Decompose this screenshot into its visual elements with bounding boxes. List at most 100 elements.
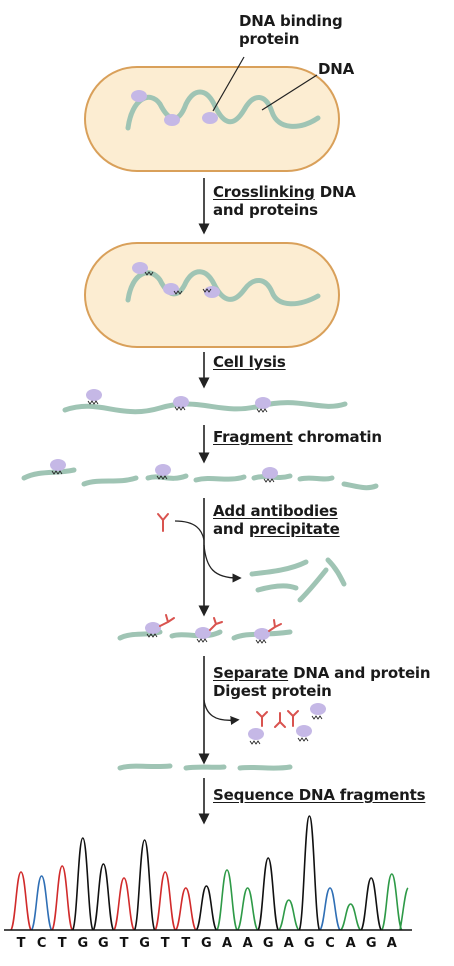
fragmented-chromatin <box>21 467 379 491</box>
cell-1 <box>84 56 340 172</box>
protein <box>254 628 270 640</box>
step-text-underlined: precipitate <box>248 520 340 538</box>
protein <box>262 467 278 479</box>
protein <box>202 112 218 124</box>
peak-C <box>30 875 53 931</box>
antibody <box>157 513 169 532</box>
label-line: protein <box>239 30 300 48</box>
protein <box>164 114 180 126</box>
step-text-underlined: Cell lysis <box>213 353 286 371</box>
step-cell-lysis: Cell lysis <box>213 353 286 371</box>
base-letter: G <box>201 936 212 951</box>
peak-A <box>236 887 259 931</box>
peak-T <box>175 887 197 931</box>
step-text-underlined: Fragment <box>213 428 293 446</box>
protein <box>50 459 66 471</box>
base-letter: A <box>345 936 356 951</box>
step-text-underlined: Sequence DNA fragments <box>213 786 426 804</box>
peak-G <box>72 837 94 931</box>
branch-arrow-protein <box>203 699 240 726</box>
base-letter: A <box>283 936 294 951</box>
peak-T <box>154 871 176 931</box>
protein <box>155 464 171 476</box>
step-line: and precipitate <box>213 520 340 538</box>
digested-proteins <box>248 703 326 745</box>
base-letter: A <box>221 936 233 951</box>
precipitated-fragments <box>117 614 293 644</box>
cell-2 <box>84 242 340 348</box>
protein <box>195 627 211 639</box>
protein <box>145 622 161 634</box>
step-line: Add antibodies <box>213 502 340 520</box>
step-line: Fragment chromatin <box>213 428 382 446</box>
base-letter: A <box>386 936 397 951</box>
callout-line-dna <box>261 74 318 111</box>
base-letter: T <box>16 936 26 951</box>
step-text: and proteins <box>213 201 318 219</box>
peak-A <box>339 903 362 931</box>
step-text: Digest protein <box>213 682 332 700</box>
protein <box>255 397 271 409</box>
label-line: DNA binding <box>239 12 343 30</box>
step-sequence: Sequence DNA fragments <box>213 786 426 804</box>
step-fragment: Fragment chromatin <box>213 428 382 446</box>
step-text-underlined: Separate <box>213 664 289 682</box>
peak-T <box>113 877 135 931</box>
step-line: Cell lysis <box>213 353 286 371</box>
chromatin-strand <box>62 389 348 415</box>
antibody <box>209 617 223 631</box>
base-letter: A <box>242 936 253 951</box>
protein <box>204 286 220 298</box>
step-text: chromatin <box>292 428 382 446</box>
step-line: Crosslinking DNA <box>213 183 356 201</box>
protein <box>86 389 102 401</box>
base-letter: G <box>139 936 150 951</box>
step-text: DNA <box>314 183 356 201</box>
peak-A <box>278 899 300 931</box>
base-letter: T <box>119 936 129 951</box>
step-line: and proteins <box>213 201 356 219</box>
base-letter: C <box>36 936 47 951</box>
step-line: Separate DNA and protein <box>213 664 431 682</box>
base-letter: T <box>160 936 170 951</box>
protein <box>131 90 147 102</box>
peak-tail <box>399 887 409 931</box>
peak-G <box>133 839 156 931</box>
peak-A <box>381 873 403 931</box>
step-text-underlined: Crosslinking <box>213 183 315 201</box>
peak-T <box>10 871 32 931</box>
label-dna-binding-protein: DNA binding protein <box>239 12 343 48</box>
peak-A <box>216 869 238 931</box>
step-line: Sequence DNA fragments <box>213 786 426 804</box>
peak-G <box>195 885 218 931</box>
purified-dna <box>117 763 293 771</box>
base-letter: T <box>57 936 67 951</box>
unbound-fragments <box>249 557 347 603</box>
base-letter: T <box>181 936 191 951</box>
step-text: and <box>213 520 249 538</box>
base-letter: G <box>304 936 315 951</box>
base-letter: G <box>77 936 89 951</box>
base-letter: G <box>262 936 274 951</box>
peak-T <box>51 865 73 931</box>
antibody-path-arrow <box>174 520 205 541</box>
step-text: DNA and protein <box>288 664 431 682</box>
sequencing-chromatogram <box>10 815 409 931</box>
branch-arrow-unbound <box>203 544 242 583</box>
base-letter: G <box>98 936 109 951</box>
protein <box>173 396 189 408</box>
step-text-underlined: Add antibodies <box>213 502 338 520</box>
callout-line-protein <box>212 56 245 112</box>
base-letter: C <box>325 936 335 951</box>
antibody <box>268 619 282 632</box>
antibody <box>159 614 175 627</box>
base-letter: G <box>365 936 377 951</box>
step-line: Digest protein <box>213 682 430 700</box>
peak-C <box>319 887 341 931</box>
protein <box>132 262 148 274</box>
